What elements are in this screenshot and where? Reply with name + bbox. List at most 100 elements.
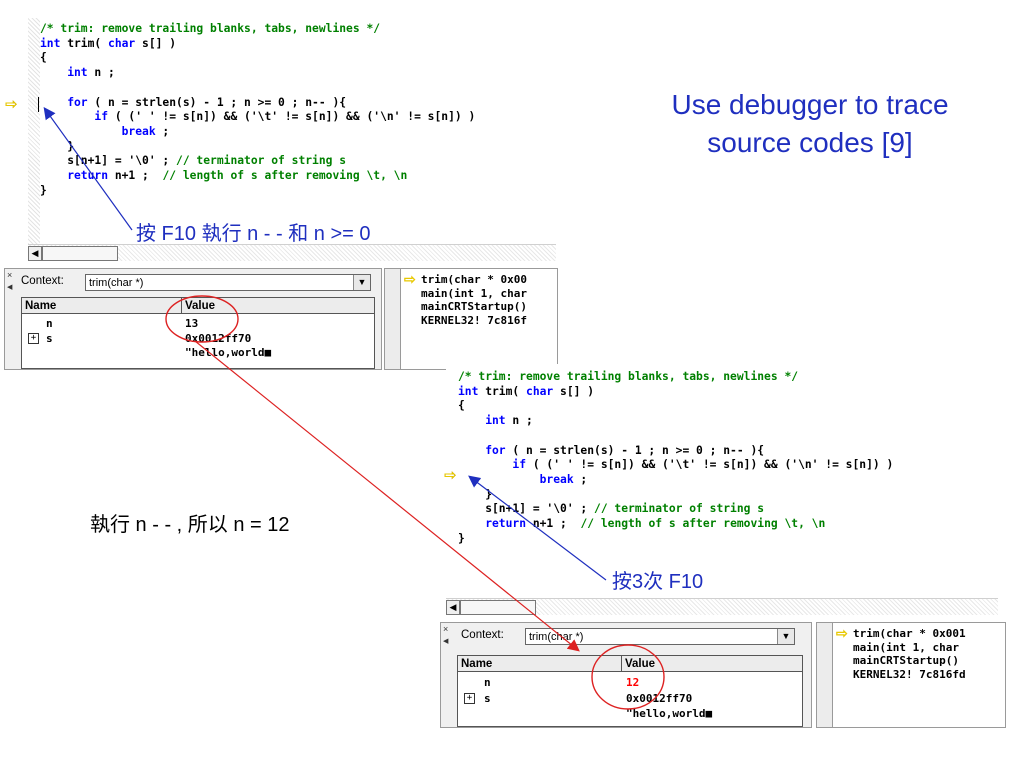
- expand-plus-icon[interactable]: +: [28, 333, 39, 344]
- code-text: s[] ): [135, 36, 177, 50]
- code-keyword: int: [458, 384, 479, 398]
- source-code: /* trim: remove trailing blanks, tabs, n…: [458, 370, 893, 546]
- code-text: ;: [573, 472, 588, 486]
- variables-grid[interactable]: Name Value n 13 + s 0x0012ff70 "hello,wo…: [21, 297, 375, 369]
- chevron-down-icon[interactable]: ▼: [777, 629, 794, 644]
- code-comment-line: /* trim: remove trailing blanks, tabs, n…: [458, 370, 799, 383]
- source-code: /* trim: remove trailing blanks, tabs, n…: [40, 22, 475, 198]
- variables-grid[interactable]: Name Value n 12 + s 0x0012ff70 "hello,wo…: [457, 655, 803, 727]
- scroll-left-icon[interactable]: ◀: [446, 600, 460, 615]
- current-line-arrow-icon: ⇨: [444, 466, 457, 484]
- code-keyword: break: [458, 472, 574, 486]
- code-text: trim(: [60, 36, 109, 50]
- code-keyword: int: [40, 36, 61, 50]
- context-select[interactable]: trim(char *) ▼: [85, 274, 371, 291]
- column-header-name[interactable]: Name: [22, 298, 182, 314]
- code-text: {: [458, 399, 465, 413]
- code-text: trim(: [478, 384, 527, 398]
- code-keyword: return: [458, 517, 527, 531]
- callstack-pane-bottom[interactable]: ⇨ trim(char * 0x001 main(int 1, char mai…: [816, 622, 1006, 728]
- current-line-arrow-icon: ⇨: [5, 95, 18, 113]
- pane-sidebar: [385, 269, 401, 369]
- highlight-circle-top: [165, 295, 239, 343]
- scroll-thumb[interactable]: [42, 246, 118, 261]
- close-pane-icon[interactable]: ×: [443, 624, 449, 634]
- slide-title-line2: source codes [9]: [707, 127, 913, 158]
- editor-hscrollbar-top[interactable]: ◀: [28, 244, 556, 261]
- scroll-left-icon[interactable]: ◀: [7, 284, 13, 291]
- current-frame-arrow-icon: ⇨: [836, 625, 848, 641]
- column-header-value[interactable]: Value: [182, 298, 374, 314]
- var-value: 13: [185, 317, 199, 330]
- code-editor-top[interactable]: /* trim: remove trailing blanks, tabs, n…: [28, 18, 556, 244]
- code-text: }: [458, 487, 493, 501]
- code-text: ;: [155, 124, 170, 138]
- expand-plus-icon[interactable]: +: [464, 693, 475, 704]
- code-text: ( (' ' != s[n]) && ('\t' != s[n]) && ('\…: [108, 110, 476, 124]
- code-keyword: char: [526, 384, 554, 398]
- callstack-frames[interactable]: trim(char * 0x001 main(int 1, char mainC…: [853, 627, 966, 681]
- var-name: s: [484, 692, 491, 705]
- callstack-frames[interactable]: trim(char * 0x00 main(int 1, char mainCR…: [421, 273, 527, 327]
- annotation-middle: 執行 n - - , 所以 n = 12: [90, 514, 290, 536]
- scroll-left-icon[interactable]: ◀: [28, 246, 42, 261]
- code-keyword: char: [108, 36, 136, 50]
- var-name: s: [46, 332, 53, 345]
- code-comment: // length of s after removing \t, \n: [580, 517, 826, 531]
- annotation-bottom: 按3次 F10: [612, 571, 704, 593]
- var-name: n: [46, 317, 53, 330]
- current-frame-arrow-icon: ⇨: [404, 271, 416, 287]
- pane-sidebar: [817, 623, 833, 727]
- slide-title: Use debugger to trace source codes [9]: [630, 86, 990, 162]
- var-value: 0x0012ff70: [626, 692, 693, 705]
- code-text: ( (' ' != s[n]) && ('\t' != s[n]) && ('\…: [526, 458, 894, 472]
- code-text: n ;: [505, 414, 533, 428]
- code-comment: // length of s after removing \t, \n: [162, 169, 408, 183]
- code-keyword: int: [40, 66, 88, 80]
- code-text: n ;: [87, 66, 115, 80]
- code-keyword: return: [40, 169, 109, 183]
- var-string-value: "hello,world■: [626, 707, 713, 720]
- editor-gutter: [28, 18, 40, 244]
- code-text: }: [458, 531, 465, 545]
- annotation-top: 按 F10 執行 n - - 和 n >= 0: [136, 223, 371, 245]
- var-value-changed: 12: [626, 676, 640, 689]
- column-header-value[interactable]: Value: [622, 656, 802, 672]
- highlight-circle-bottom: [591, 644, 665, 710]
- callstack-pane-top[interactable]: ⇨ trim(char * 0x00 main(int 1, char main…: [384, 268, 558, 370]
- code-editor-bottom[interactable]: /* trim: remove trailing blanks, tabs, n…: [446, 364, 1006, 598]
- variables-pane-bottom[interactable]: × ◀ Context: trim(char *) ▼ Name Value n…: [440, 622, 812, 728]
- chevron-down-icon[interactable]: ▼: [353, 275, 370, 290]
- context-label: Context:: [461, 629, 504, 641]
- var-string-value: "hello,world■: [185, 346, 272, 359]
- code-comment: // terminator of string s: [176, 154, 347, 168]
- code-keyword: for: [40, 95, 88, 109]
- column-header-name[interactable]: Name: [458, 656, 622, 672]
- code-text: ( n = strlen(s) - 1 ; n >= 0 ; n-- ){: [505, 443, 765, 457]
- pointer-arrow-top: [43, 107, 133, 231]
- context-label: Context:: [21, 275, 64, 287]
- code-text: n+1 ;: [526, 517, 581, 531]
- editor-hscrollbar-bottom[interactable]: ◀: [446, 598, 998, 615]
- code-keyword: int: [458, 414, 506, 428]
- close-pane-icon[interactable]: ×: [7, 270, 13, 280]
- scroll-thumb[interactable]: [460, 600, 536, 615]
- code-keyword: break: [40, 124, 156, 138]
- variables-pane-top[interactable]: × ◀ Context: trim(char *) ▼ Name Value n…: [4, 268, 382, 370]
- code-keyword: if: [40, 110, 109, 124]
- text-cursor: [38, 97, 39, 112]
- code-text: s[] ): [553, 384, 595, 398]
- scroll-left-icon[interactable]: ◀: [443, 638, 449, 645]
- code-text: ( n = strlen(s) - 1 ; n >= 0 ; n-- ){: [87, 95, 347, 109]
- code-comment-line: /* trim: remove trailing blanks, tabs, n…: [40, 22, 381, 35]
- code-keyword: if: [458, 458, 527, 472]
- var-name: n: [484, 676, 491, 689]
- link-arrow-red: [194, 340, 580, 652]
- slide-title-line1: Use debugger to trace: [671, 89, 949, 120]
- code-text: }: [40, 183, 47, 197]
- context-select[interactable]: trim(char *) ▼: [525, 628, 795, 645]
- code-text: s[n+1] = '\0' ;: [40, 154, 177, 168]
- code-keyword: for: [458, 443, 506, 457]
- code-comment: // terminator of string s: [594, 502, 765, 516]
